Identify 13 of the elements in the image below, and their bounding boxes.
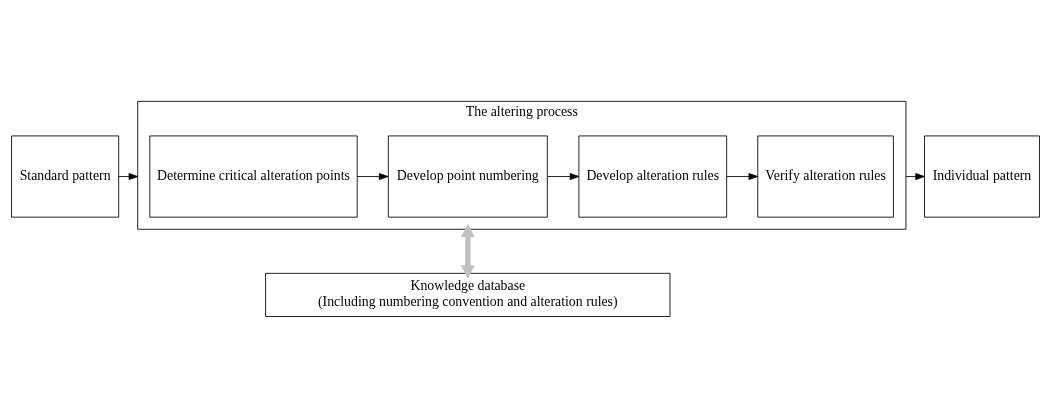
arrow: [118, 172, 139, 180]
arrow: [547, 172, 580, 180]
node-box: Standard pattern: [11, 135, 120, 218]
arrow: [726, 172, 758, 180]
arrow: [356, 172, 389, 180]
arrow: [905, 172, 925, 180]
node-box: Develop point numbering: [387, 135, 548, 218]
node-box: Determine critical alteration points: [149, 135, 358, 218]
node-box: Individual pattern: [924, 135, 1040, 218]
node-box: Develop alteration rules: [578, 135, 728, 218]
arrow: [460, 223, 475, 279]
node-box: Verify alteration rules: [757, 135, 894, 218]
node-box: Knowledge database (Including numbering convention and alteration rules): [265, 272, 671, 317]
